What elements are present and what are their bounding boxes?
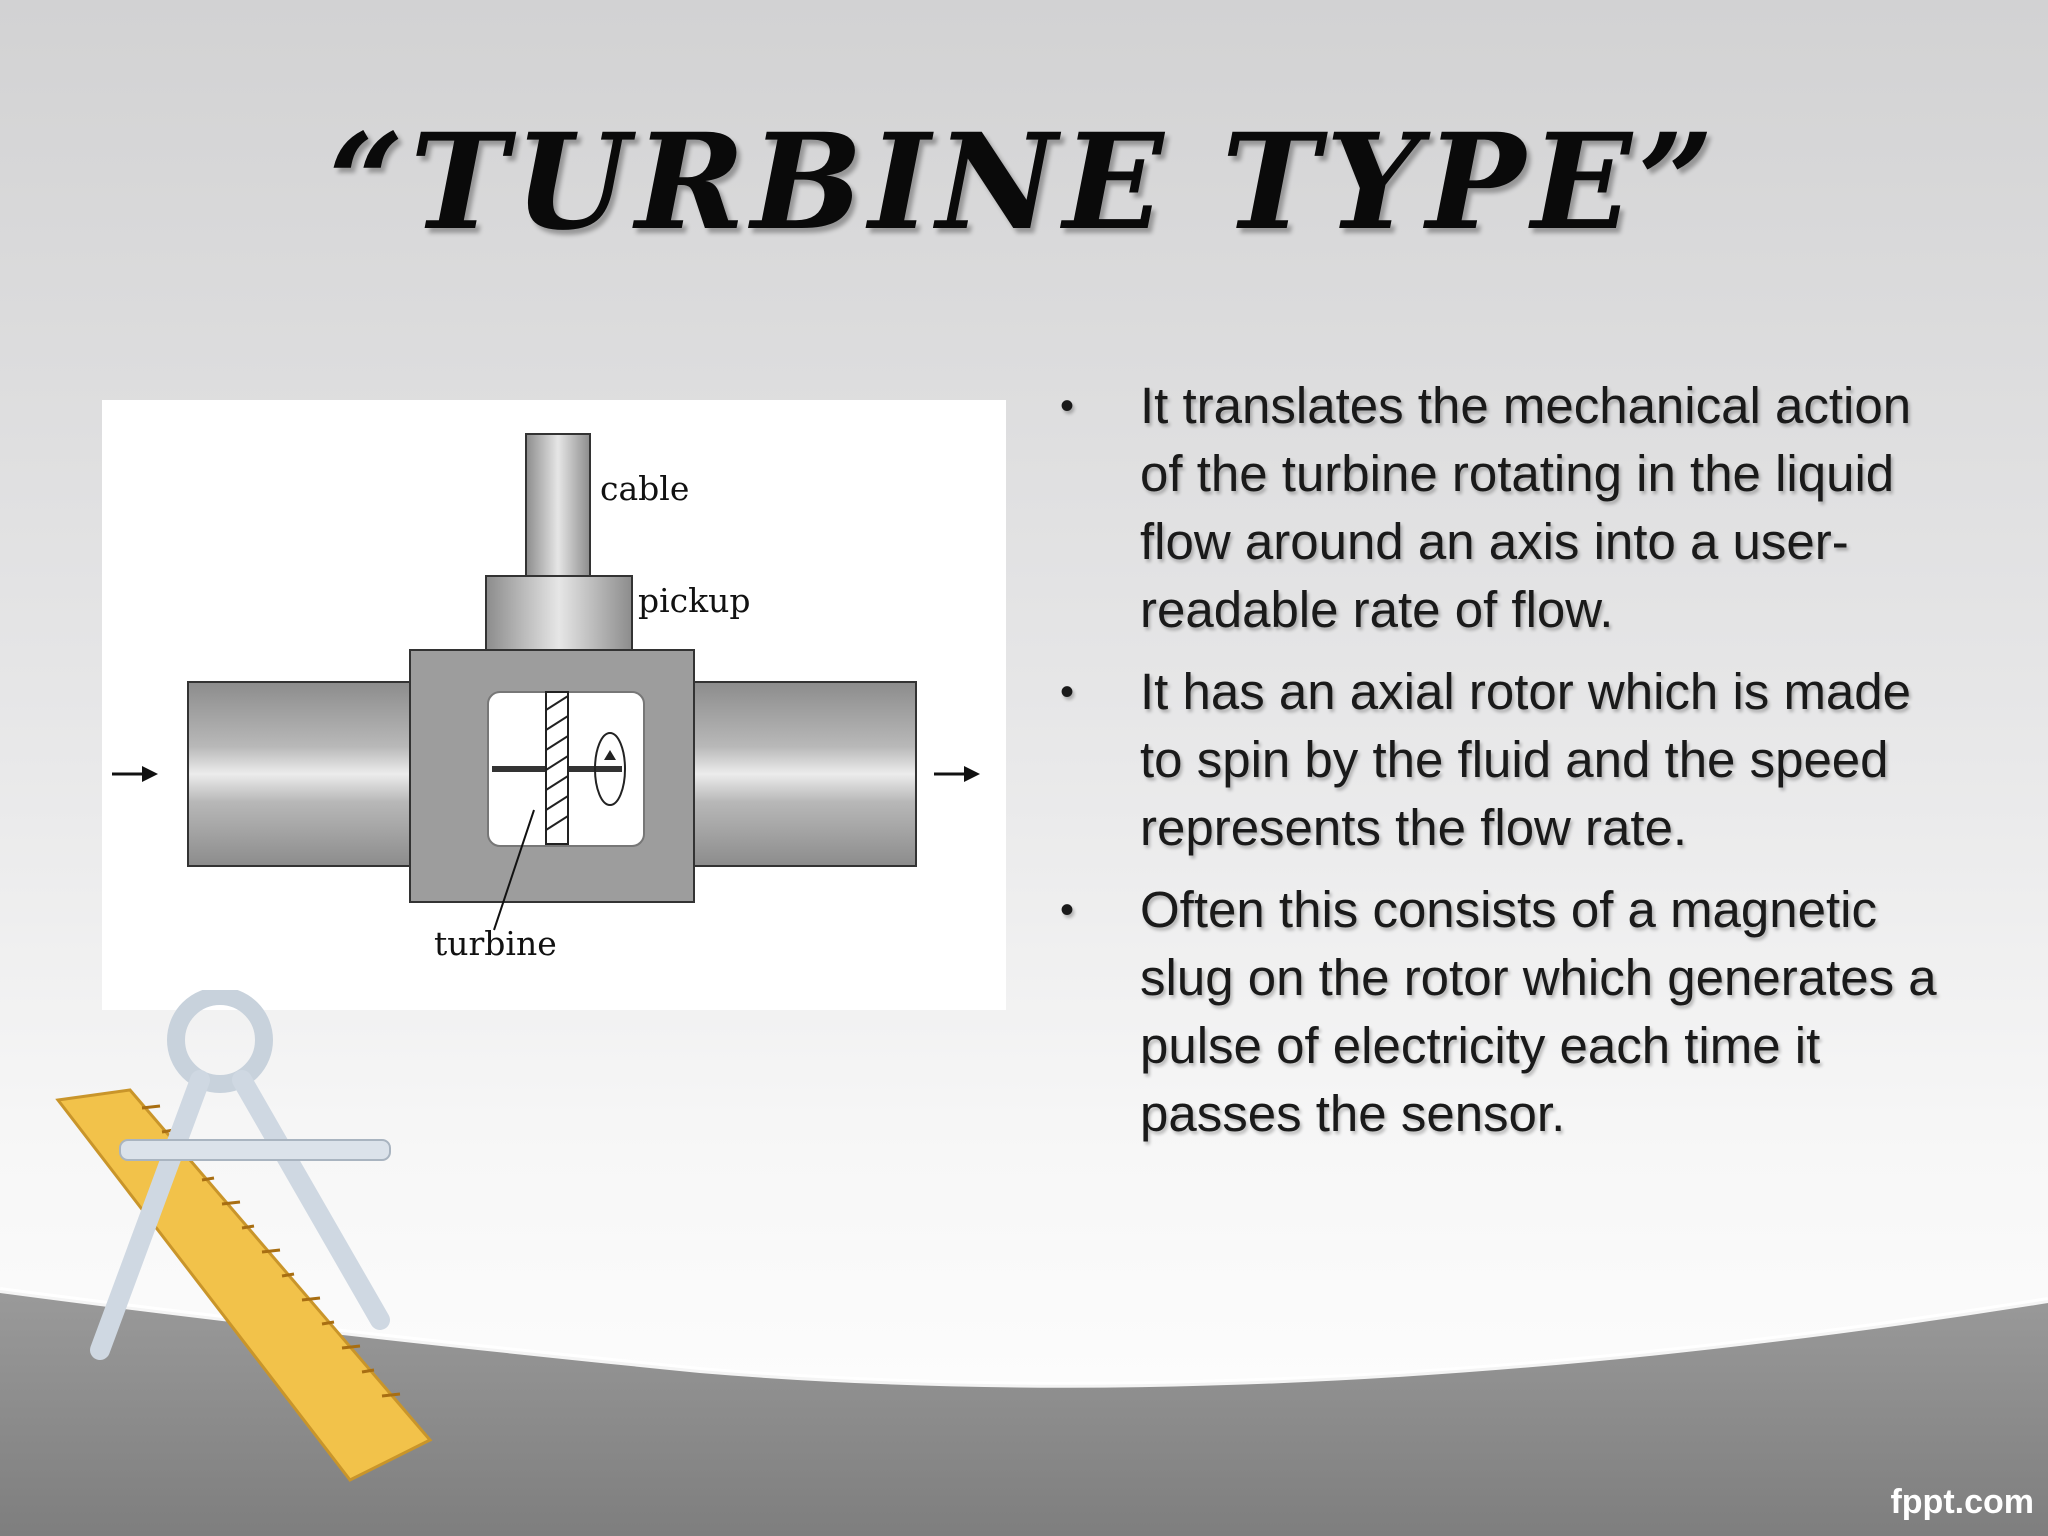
outlet-pipe — [691, 681, 917, 867]
inlet-pipe — [187, 681, 413, 867]
bullet-marker: • — [1060, 670, 1075, 714]
bullet-text: It translates the mechanical action of t… — [1140, 377, 1912, 638]
bullet-text: It has an axial rotor which is made to s… — [1140, 663, 1912, 856]
bullet-item: • It has an axial rotor which is made to… — [1060, 658, 1960, 862]
bullet-item: • It translates the mechanical action of… — [1060, 372, 1960, 644]
turbine-label: turbine — [434, 924, 557, 963]
cable-label: cable — [600, 469, 689, 508]
footer-brand: fppt.com — [1890, 1483, 2034, 1521]
compass-icon — [90, 990, 391, 1360]
bullet-list: • It translates the mechanical action of… — [1060, 372, 1960, 1162]
turbine-flowmeter-diagram: cable pickup turbine — [102, 400, 1006, 1010]
bullet-text: Often this consists of a magnetic slug o… — [1140, 881, 1937, 1142]
diagram-svg: cable pickup turbine — [112, 433, 980, 963]
pickup-label: pickup — [638, 581, 751, 620]
slide-title: “TURBINE TYPE” — [328, 105, 1720, 260]
bullet-marker: • — [1060, 888, 1075, 932]
inlet-arrow — [112, 766, 158, 782]
drafting-tools — [55, 990, 433, 1482]
bullet-item: • Often this consists of a magnetic slug… — [1060, 876, 1960, 1148]
outlet-arrow — [934, 766, 980, 782]
cable — [525, 433, 591, 577]
pickup-block — [485, 575, 633, 651]
bullet-marker: • — [1060, 384, 1075, 428]
